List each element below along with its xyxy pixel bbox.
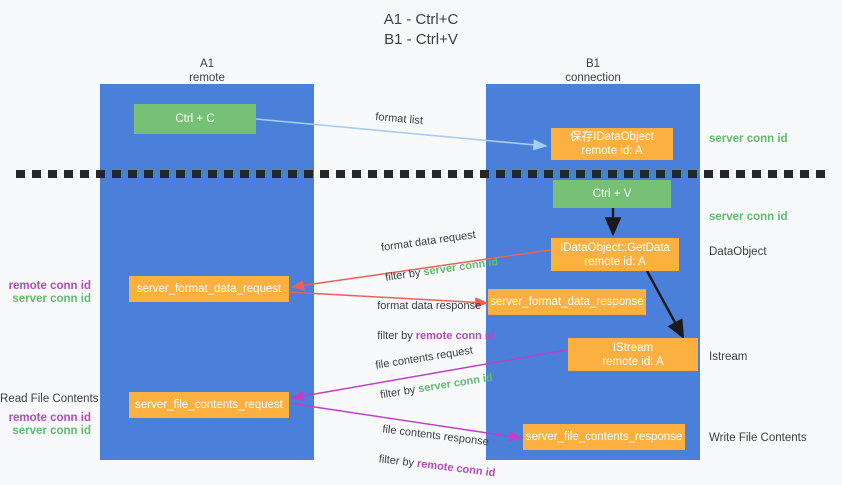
annotation-server-conn-id-second: server conn id bbox=[709, 211, 788, 223]
annotation-dataobject: DataObject bbox=[709, 246, 767, 258]
edge-label-file-contents-response-filter-value: remote conn id bbox=[416, 457, 497, 480]
annotation-server-conn-id-top: server conn id bbox=[709, 133, 788, 145]
node-ctrl-v[interactable]: Ctrl + V bbox=[553, 180, 671, 208]
column-header-b1: B1 connection bbox=[565, 58, 621, 84]
node-idataobject-getdata[interactable]: IDataObject::GetData remote id: A bbox=[551, 238, 679, 271]
annotation-read-file-contents: Read File Contents bbox=[0, 393, 99, 405]
annotation-istream: Istream bbox=[709, 351, 748, 363]
edge-label-file-contents-response-text: file contents response bbox=[381, 423, 490, 449]
node-ctrl-c[interactable]: Ctrl + C bbox=[134, 104, 256, 134]
edge-label-format-data-response-filter-value: remote conn id bbox=[415, 330, 495, 342]
node-server-file-contents-request[interactable]: server_file_contents_request bbox=[129, 392, 289, 418]
node-server-format-data-response[interactable]: server_format_data_response bbox=[488, 289, 646, 315]
edge-label-file-contents-response-filter-prefix: filter by bbox=[378, 453, 418, 470]
edge-label-format-data-response-text: format data response bbox=[377, 300, 482, 312]
annotation-file-server-conn-id: server conn id bbox=[12, 425, 91, 437]
annotation-write-file-contents: Write File Contents bbox=[709, 432, 807, 444]
edge-label-format-data-request-filter-prefix: filter by bbox=[384, 266, 425, 284]
column-header-a1: A1 remote bbox=[189, 58, 225, 84]
annotation-format-server-conn-id: server conn id bbox=[12, 293, 91, 305]
annotation-format-remote-conn-id: remote conn id bbox=[8, 280, 91, 292]
edge-label-file-contents-request-filter-prefix: filter by bbox=[379, 383, 420, 402]
edge-label-format-data-request-filter-value: server conn id bbox=[422, 256, 499, 279]
node-server-format-data-request[interactable]: server_format_data_request bbox=[129, 276, 289, 302]
edge-label-format-data-response-filter-prefix: filter by bbox=[377, 330, 416, 342]
node-server-file-contents-response[interactable]: server_file_contents_response bbox=[523, 424, 685, 450]
annotation-file-remote-conn-id: remote conn id bbox=[8, 412, 91, 424]
edge-label-file-contents-request-filter-value: server conn id bbox=[417, 371, 494, 396]
page-title: A1 - Ctrl+C B1 - Ctrl+V bbox=[383, 11, 459, 48]
edge-label-format-data-request-text: format data request bbox=[380, 228, 477, 255]
edge-label-format-data-response: format data response filter by remote co… bbox=[365, 284, 495, 359]
node-save-idataobject[interactable]: 保存IDataObject remote id: A bbox=[551, 128, 673, 160]
node-istream[interactable]: IStream remote id: A bbox=[568, 338, 698, 371]
edge-label-format-list: format list bbox=[374, 110, 424, 128]
edge-label-file-contents-response: file contents response filter by remote … bbox=[364, 406, 502, 485]
clipboard-boundary-divider bbox=[16, 170, 826, 178]
edge-label-file-contents-request-text: file contents request bbox=[374, 344, 474, 372]
